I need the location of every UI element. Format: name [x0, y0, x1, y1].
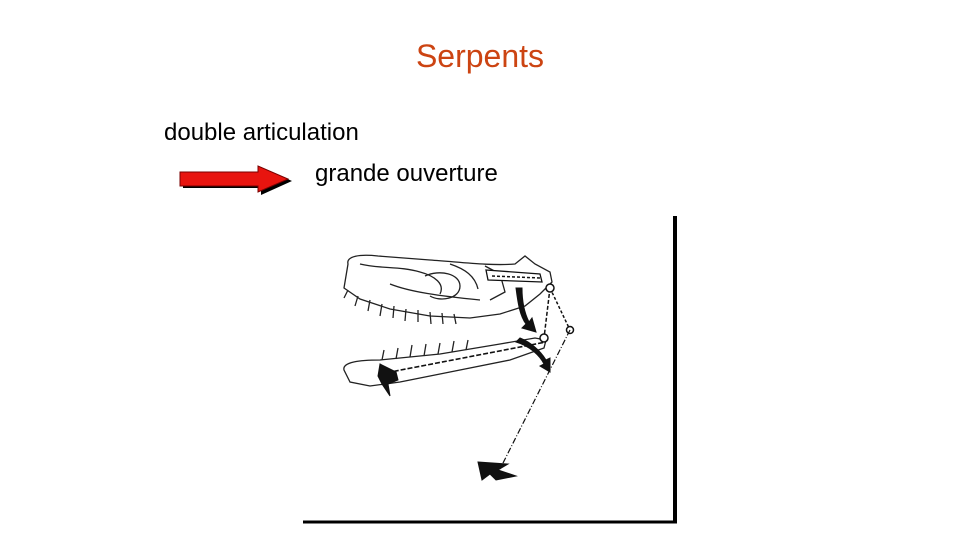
quadrate-bar: [485, 269, 543, 283]
snake-skull-jaw-illustration: [303, 214, 677, 524]
bullet-grande-ouverture: grande ouverture: [315, 160, 498, 187]
bullet-double-articulation: double articulation: [164, 119, 359, 146]
jaw-joints: [499, 283, 575, 470]
rotation-arrows: [377, 287, 551, 481]
right-arrow-icon: [179, 165, 292, 195]
slide-title: Serpents: [415, 38, 545, 74]
